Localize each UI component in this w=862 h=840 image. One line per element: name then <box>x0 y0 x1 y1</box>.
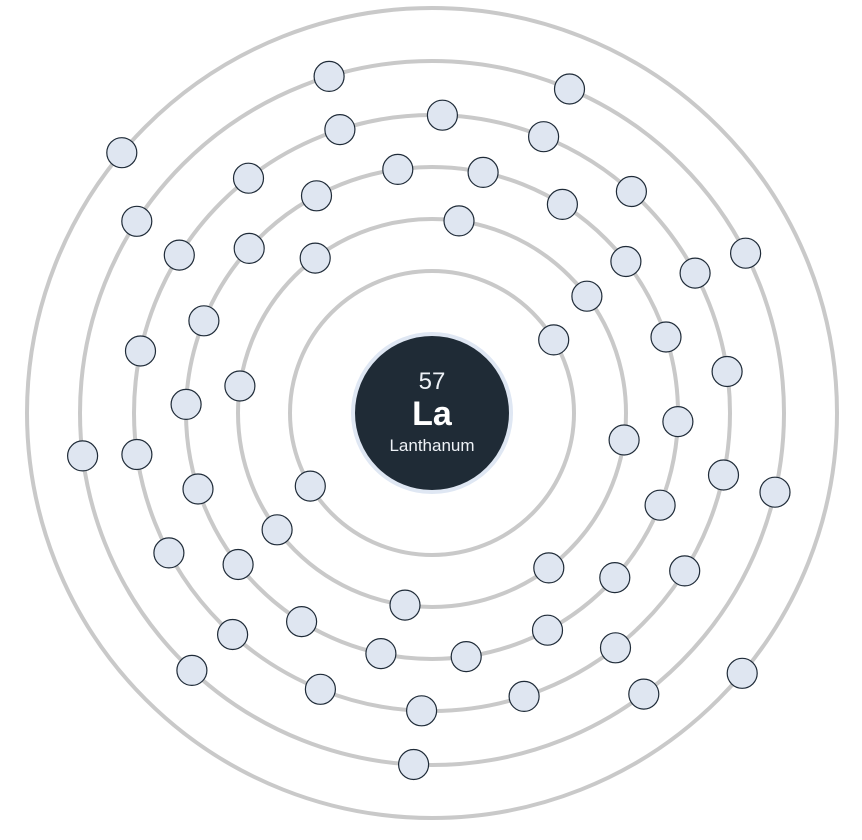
electron-shell-4-10 <box>124 335 157 367</box>
electron-shell-4-11 <box>163 239 195 271</box>
electron-shell-3-18 <box>610 245 642 278</box>
electron-shell-6-1 <box>726 657 758 689</box>
electron-shell-4-13 <box>324 114 356 146</box>
electron-shell-6-2 <box>106 137 138 169</box>
nucleus <box>351 332 513 494</box>
electron-shell-4-16 <box>615 175 648 208</box>
electron-shell-2-4 <box>261 514 293 546</box>
electron-shell-4-4 <box>508 680 540 713</box>
electron-shell-2-6 <box>299 242 331 274</box>
electron-shell-3-11 <box>170 388 202 420</box>
shell-1 <box>288 269 576 557</box>
electron-shell-5-1 <box>553 73 586 105</box>
electron-shell-3-8 <box>286 605 318 638</box>
electron-shell-4-5 <box>406 695 438 727</box>
electron-shell-3-15 <box>382 153 414 185</box>
electron-shell-2-1 <box>608 424 640 456</box>
electron-shell-4-17 <box>679 257 711 289</box>
electron-shell-3-1 <box>650 321 682 353</box>
electron-shell-4-9 <box>121 438 153 471</box>
electron-shell-4-1 <box>707 459 740 491</box>
electron-shell-5-6 <box>176 654 208 687</box>
electron-shell-4-2 <box>669 555 701 587</box>
electron-shell-3-12 <box>188 305 220 337</box>
electron-shell-3-10 <box>182 473 214 505</box>
electron-shell-3-17 <box>546 188 579 220</box>
electron-shell-3-3 <box>644 489 676 521</box>
electron-shell-5-9 <box>313 60 345 93</box>
electron-shell-3-13 <box>233 232 265 264</box>
electron-shell-1-2 <box>294 470 326 502</box>
electron-shell-2-7 <box>443 205 475 237</box>
electron-shell-3-2 <box>662 406 694 438</box>
electron-shell-5-3 <box>759 476 791 508</box>
electron-shell-5-2 <box>729 237 762 269</box>
shell-6 <box>25 6 839 820</box>
electron-shell-2-8 <box>571 280 603 312</box>
electron-shell-4-18 <box>711 355 743 388</box>
electron-shell-4-7 <box>217 618 249 651</box>
electrons <box>66 60 791 781</box>
electron-shell-4-3 <box>599 632 632 664</box>
electron-shell-4-8 <box>153 537 185 569</box>
electron-shell-3-16 <box>467 156 499 188</box>
electron-shell-3-5 <box>531 614 564 646</box>
electron-shell-3-7 <box>365 637 397 670</box>
electron-shell-5-8 <box>121 205 153 237</box>
electron-shell-3-9 <box>222 548 254 581</box>
electron-shell-2-3 <box>389 589 421 621</box>
electron-shell-4-14 <box>426 99 458 131</box>
electron-shell-3-6 <box>450 640 482 673</box>
electron-shell-3-14 <box>300 180 333 212</box>
electron-shell-5-7 <box>66 440 99 472</box>
electron-shell-2-5 <box>224 370 256 402</box>
electron-shell-4-15 <box>527 121 560 153</box>
electron-shell-2-2 <box>533 552 565 584</box>
shell-5 <box>78 59 786 767</box>
electron-shell-4-6 <box>304 673 336 705</box>
shell-2 <box>236 217 628 609</box>
electron-shell-5-5 <box>398 748 430 781</box>
electron-shell-1-1 <box>538 324 570 356</box>
electron-shell-3-4 <box>599 561 631 594</box>
electron-shell-4-12 <box>232 162 265 194</box>
electron-shell-5-4 <box>628 678 660 710</box>
